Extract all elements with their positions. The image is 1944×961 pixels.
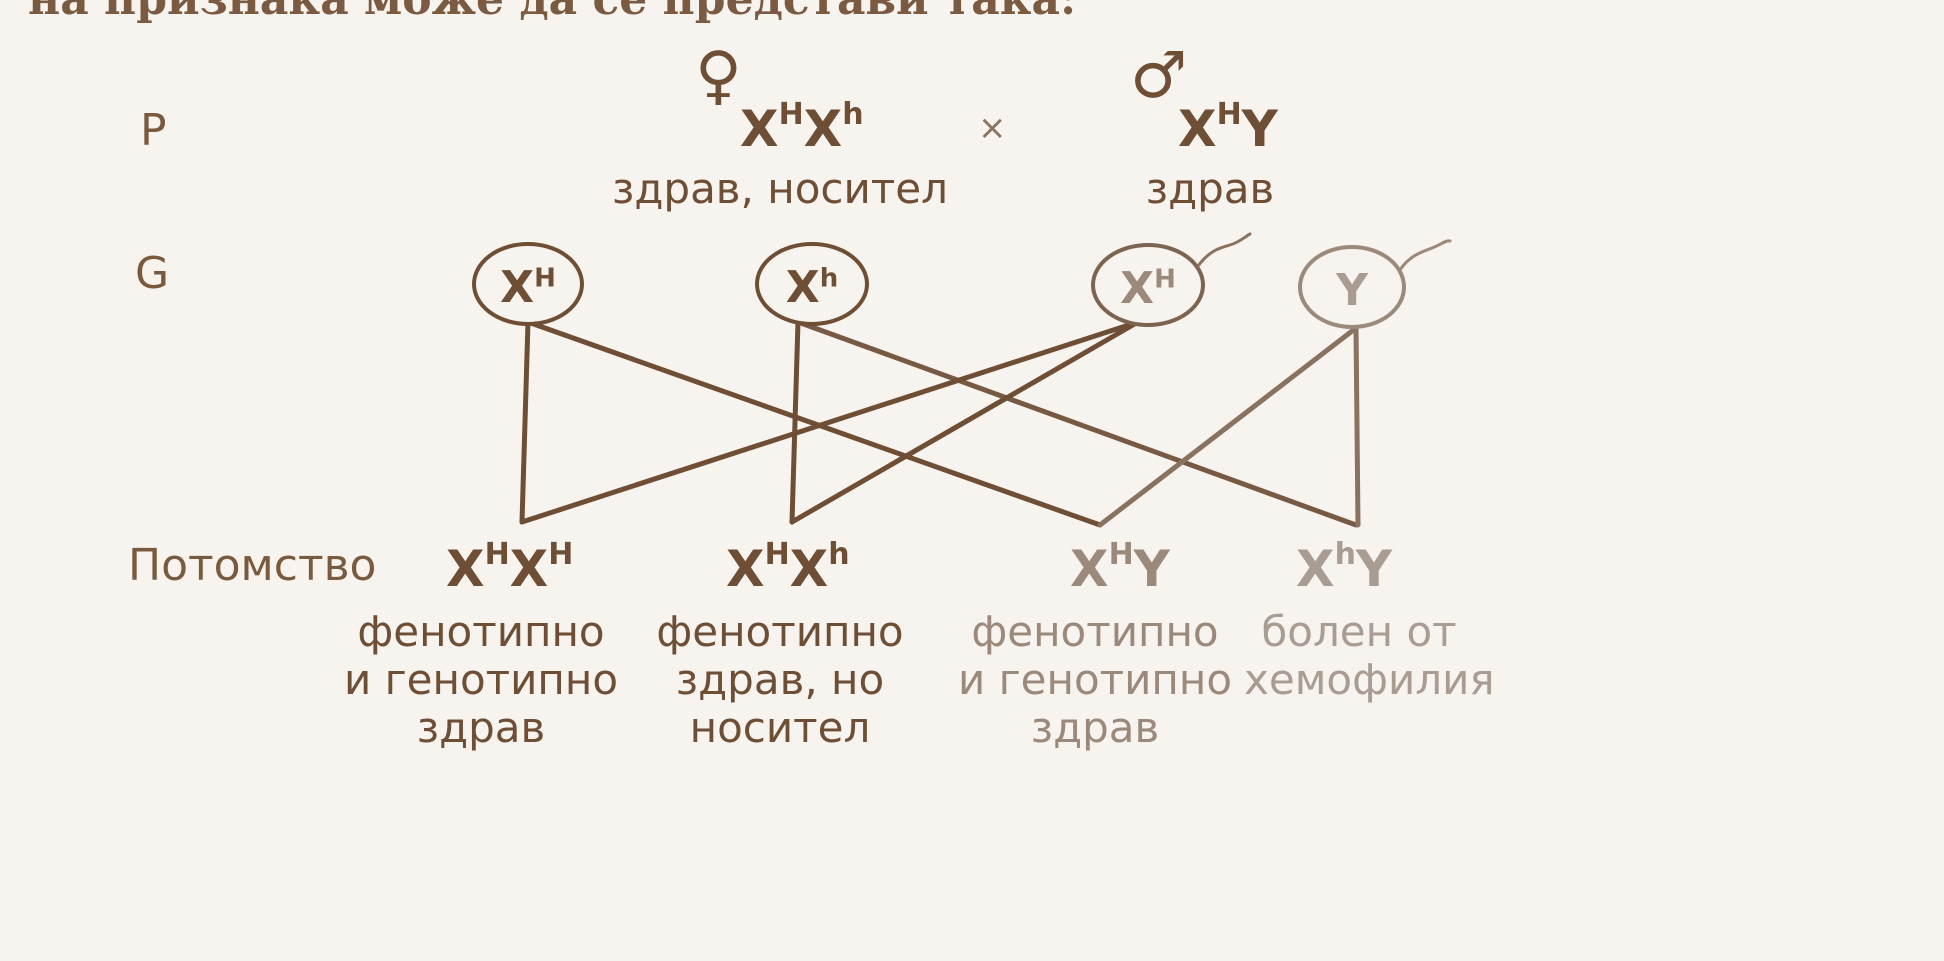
gamete-circle-2 (755, 242, 869, 326)
line-g2-o4 (795, 319, 1359, 528)
line-g1-o1 (519, 319, 531, 525)
row-label-g: G (135, 248, 170, 299)
line-g3-o1 (519, 319, 1141, 525)
offspring-genotype-3: XHY (1070, 537, 1170, 598)
offspring-genotype-4: XhY (1296, 537, 1393, 598)
male-genotype: XHY (1178, 97, 1278, 158)
female-description: здрав, носител (612, 164, 948, 213)
row-label-p: P (140, 105, 167, 156)
male-symbol-icon: ♂ (1130, 39, 1188, 113)
line-g3-o2 (789, 319, 1141, 525)
female-genotype: XHXh (740, 97, 864, 158)
gamete-circle-3 (1091, 243, 1205, 327)
line-g1-o3 (525, 319, 1103, 528)
header-text: на признака може да се представи така: (28, 0, 1076, 25)
offspring-genotype-2: XHXh (726, 537, 850, 598)
sperm-tail-2 (1398, 239, 1452, 272)
cross-symbol: × (978, 108, 1007, 148)
line-g4-o4 (1353, 325, 1361, 528)
gamete-label-1: XH (500, 262, 556, 313)
gamete-label-2: Xh (785, 262, 839, 313)
line-g4-o3 (1097, 325, 1359, 528)
row-label-offspring: Потомство (128, 540, 377, 591)
offspring-genotype-1: XHXH (446, 537, 574, 598)
male-description: здрав (1145, 164, 1275, 213)
gamete-label-3: XH (1120, 263, 1176, 314)
sperm-tail-1 (1196, 232, 1252, 268)
line-g2-o2 (789, 319, 801, 525)
female-symbol-icon: ♀ (695, 39, 742, 113)
gamete-circle-1 (472, 242, 584, 326)
gamete-circle-4 (1298, 245, 1406, 329)
gamete-label-4: Y (1336, 265, 1368, 316)
